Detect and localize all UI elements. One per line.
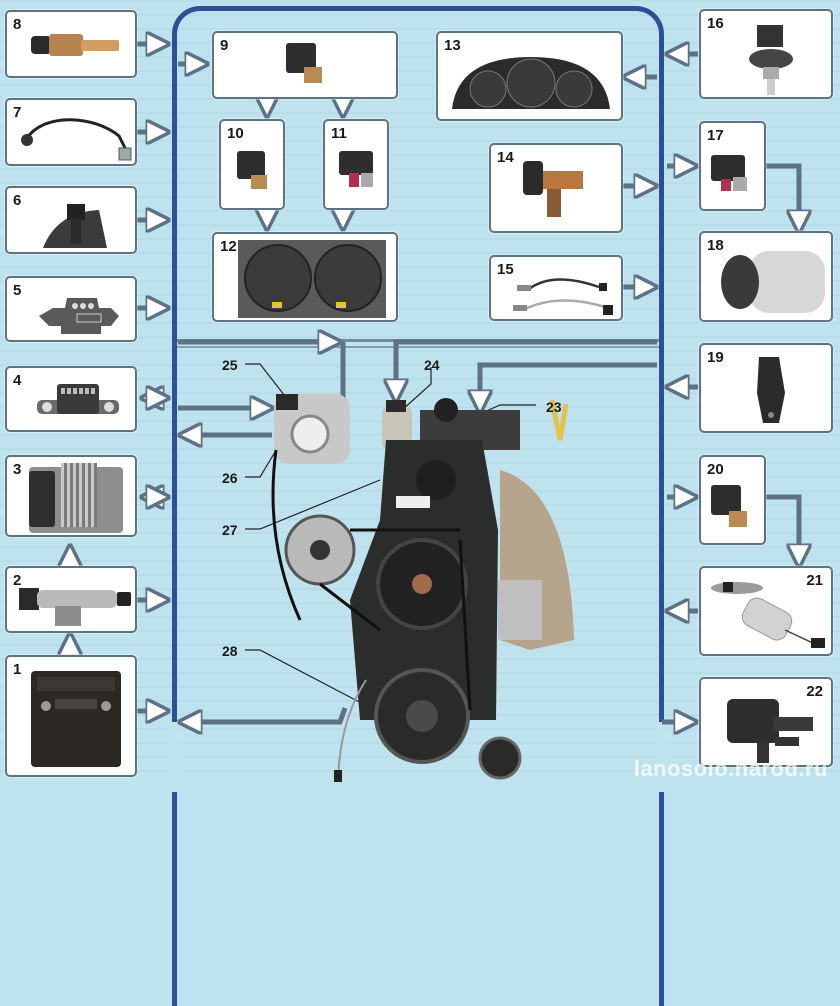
- component-3[interactable]: 3: [5, 455, 137, 537]
- component-5[interactable]: 5: [5, 276, 137, 342]
- bus-end-mask: [168, 722, 180, 792]
- radiator-fans-icon: [238, 240, 386, 318]
- relay-icon: [339, 151, 379, 193]
- component-10[interactable]: 10: [219, 119, 285, 210]
- component-20[interactable]: 20: [699, 455, 766, 545]
- central-bus: [172, 6, 664, 1006]
- relay-icon: [711, 155, 759, 199]
- callout-label-23: 23: [546, 399, 562, 415]
- component-number: 9: [220, 37, 229, 54]
- instrument-cluster-icon: [452, 57, 610, 109]
- callout-label-26: 26: [222, 470, 238, 486]
- component-14[interactable]: 14: [489, 143, 623, 233]
- component-8[interactable]: 8: [5, 10, 137, 78]
- component-4[interactable]: 4: [5, 366, 137, 432]
- battery-icon: [31, 671, 121, 767]
- callout-label-27: 27: [222, 522, 238, 538]
- component-number: 13: [444, 37, 461, 54]
- fuel-pump-icon: [711, 582, 825, 648]
- component-number: 22: [806, 683, 823, 700]
- bus-divider: [177, 346, 659, 348]
- component-2[interactable]: 2: [5, 566, 137, 633]
- callout-label-24: 24: [424, 357, 440, 373]
- sensor-connector-icon: [43, 204, 107, 248]
- component-number: 4: [13, 372, 22, 389]
- relay-icon: [237, 151, 273, 191]
- ignition-switch-icon: [19, 588, 131, 626]
- component-7[interactable]: 7: [5, 98, 137, 166]
- component-12[interactable]: 12: [212, 232, 398, 322]
- component-9[interactable]: 9: [212, 31, 398, 99]
- ecu-icon: [29, 463, 123, 533]
- component-number: 21: [806, 572, 823, 589]
- component-number: 10: [227, 125, 244, 142]
- diagnostic-connector-icon: [37, 384, 119, 414]
- component-6[interactable]: 6: [5, 186, 137, 254]
- component-22[interactable]: 22: [699, 677, 833, 767]
- component-number: 14: [497, 149, 514, 166]
- watermark-text: lanosolo.narod.ru: [633, 756, 828, 781]
- relay-icon: [711, 485, 759, 535]
- component-number: 16: [707, 15, 724, 32]
- component-number: 20: [707, 461, 724, 478]
- component-number: 19: [707, 349, 724, 366]
- component-number: 11: [331, 125, 347, 142]
- component-number: 2: [13, 572, 22, 589]
- component-1[interactable]: 1: [5, 655, 137, 777]
- component-number: 3: [13, 461, 22, 478]
- component-15[interactable]: 15: [489, 255, 623, 321]
- knock-sensor-icon: [21, 118, 132, 161]
- callout-label-28: 28: [222, 643, 238, 659]
- component-number: 12: [220, 238, 237, 255]
- speed-sensor-icon: [523, 161, 583, 217]
- component-number: 18: [707, 237, 724, 254]
- relay-icon: [286, 43, 326, 85]
- component-number: 17: [707, 127, 724, 144]
- component-17[interactable]: 17: [699, 121, 766, 211]
- component-number: 1: [13, 661, 22, 678]
- component-21[interactable]: 21: [699, 566, 833, 656]
- speed-sensor-icon: [757, 357, 785, 423]
- component-number: 8: [13, 16, 22, 33]
- temperature-sensor-icon: [31, 34, 119, 56]
- bus-end-mask: [656, 722, 668, 792]
- purge-valve-icon: [727, 699, 813, 763]
- component-18[interactable]: 18: [699, 231, 833, 322]
- callout-label-25: 25: [222, 357, 238, 373]
- component-number: 6: [13, 192, 22, 209]
- component-19[interactable]: 19: [699, 343, 833, 433]
- component-16[interactable]: 16: [699, 9, 833, 99]
- oxygen-sensors-icon: [513, 278, 613, 315]
- component-number: 5: [13, 282, 22, 299]
- ac-compressor-icon: [721, 247, 825, 317]
- component-number: 7: [13, 104, 22, 121]
- engine-illustration: [271, 394, 574, 782]
- pressure-switch-icon: [749, 25, 793, 95]
- ignition-module-icon: [39, 298, 119, 334]
- component-13[interactable]: 13: [436, 31, 623, 121]
- component-number: 15: [497, 261, 514, 278]
- component-11[interactable]: 11: [323, 119, 389, 210]
